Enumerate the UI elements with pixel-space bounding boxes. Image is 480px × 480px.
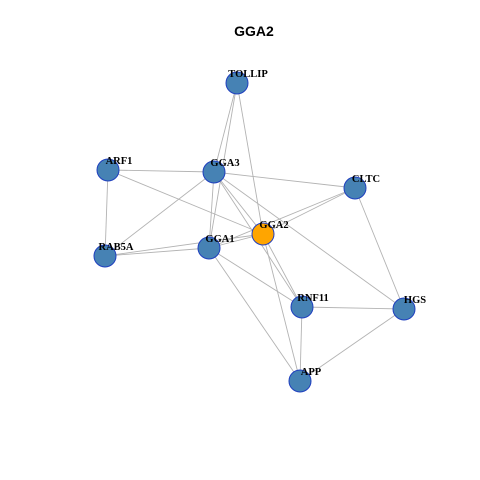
edge-rnf11-hgs [301, 306, 405, 310]
edge-gga3-rab5a [104, 171, 215, 257]
node-circle-gga1[interactable] [197, 236, 221, 260]
edge-gga3-cltc [213, 171, 356, 189]
node-label-gga3: GGA3 [210, 158, 239, 169]
node-gga1[interactable]: GGA1 [197, 234, 235, 260]
node-label-rnf11: RNF11 [297, 293, 329, 304]
node-rab5a[interactable]: RAB5A [93, 242, 134, 268]
edge-gga1-app [208, 247, 301, 382]
node-label-gga1: GGA1 [205, 234, 234, 245]
edge-gga1-rnf11 [208, 247, 303, 308]
diagram-title: GGA2 [234, 23, 274, 39]
node-label-rab5a: RAB5A [98, 242, 133, 253]
node-app[interactable]: APP [288, 367, 322, 393]
node-label-arf1: ARF1 [106, 156, 133, 167]
node-cltc[interactable]: CLTC [343, 174, 380, 200]
node-circle-rab5a[interactable] [93, 244, 117, 268]
edge-gga3-hgs [213, 171, 405, 310]
node-label-app: APP [301, 367, 322, 378]
edge-arf1-gga3 [107, 169, 215, 173]
node-circle-tollip[interactable] [225, 71, 249, 95]
node-tollip[interactable]: TOLLIP [225, 69, 268, 95]
node-circle-app[interactable] [288, 369, 312, 393]
edge-tollip-gga2 [236, 82, 264, 235]
edge-hgs-app [299, 308, 405, 382]
node-label-gga2: GGA2 [259, 220, 288, 231]
edge-gga2-rab5a [104, 233, 264, 257]
node-circle-hgs[interactable] [392, 297, 416, 321]
edge-rab5a-gga1 [104, 247, 210, 257]
edge-gga3-gga1 [208, 171, 215, 249]
node-rnf11[interactable]: RNF11 [290, 293, 329, 319]
edge-cltc-gga2 [262, 187, 356, 235]
node-label-tollip: TOLLIP [228, 69, 268, 80]
node-label-hgs: HGS [404, 295, 426, 306]
node-circle-gga2[interactable] [251, 222, 275, 246]
edge-tollip-gga3 [213, 82, 238, 173]
node-circle-rnf11[interactable] [290, 295, 314, 319]
edge-layer [104, 82, 405, 382]
node-label-cltc: CLTC [352, 174, 380, 185]
node-arf1[interactable]: ARF1 [96, 156, 133, 182]
node-gga2[interactable]: GGA2 [251, 220, 289, 246]
node-hgs[interactable]: HGS [392, 295, 426, 321]
edge-gga2-app [262, 233, 301, 382]
edge-gga3-gga2 [213, 171, 264, 235]
node-circle-cltc[interactable] [343, 176, 367, 200]
edge-arf1-gga2 [107, 169, 264, 235]
node-gga3[interactable]: GGA3 [202, 158, 240, 184]
edge-arf1-rab5a [104, 169, 109, 257]
node-circle-arf1[interactable] [96, 158, 120, 182]
edge-cltc-hgs [354, 187, 405, 310]
edge-gga2-rnf11 [262, 233, 303, 308]
edge-rnf11-app [299, 306, 303, 382]
node-circle-gga3[interactable] [202, 160, 226, 184]
